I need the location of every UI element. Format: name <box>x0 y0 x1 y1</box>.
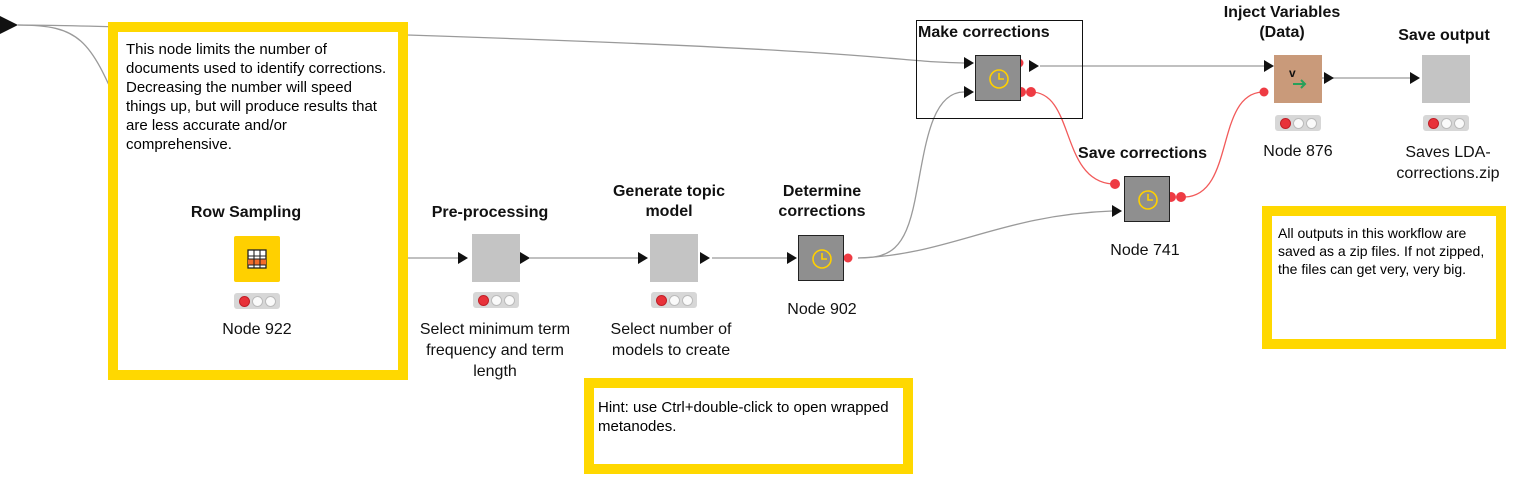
flow-variable-save-corrections-to-inject <box>1184 91 1263 198</box>
node-status-save-output <box>1423 115 1469 131</box>
node-save-output[interactable] <box>1422 55 1470 103</box>
node-title-save-corrections: Save corrections <box>1078 145 1207 162</box>
node-title-make-corrections: Make corrections <box>918 24 1050 41</box>
svg-text:v: v <box>1289 66 1296 80</box>
annotation-row-sampling[interactable]: This node limits the number of documents… <box>108 22 408 380</box>
annotation-outputs[interactable]: All outputs in this workflow are saved a… <box>1262 206 1506 349</box>
clock-icon <box>989 69 1009 89</box>
annotation-hint-text: Hint: use Ctrl+double-click to open wrap… <box>598 399 889 435</box>
table-icon <box>247 249 267 269</box>
node-pre-processing[interactable] <box>472 234 520 282</box>
variable-inject-icon: v <box>1289 66 1307 89</box>
node-caption-row-sampling[interactable]: Node 922 <box>222 321 292 338</box>
node-caption-save-output[interactable]: Saves LDA-corrections.zip <box>1396 144 1500 182</box>
annotation-row-sampling-text: This node limits the number of documents… <box>126 41 387 153</box>
annotation-hint[interactable]: Hint: use Ctrl+double-click to open wrap… <box>584 378 913 474</box>
workflow-input-port-icon <box>0 16 18 34</box>
node-title-save-output: Save output <box>1398 27 1490 44</box>
node-topic-model[interactable] <box>650 234 698 282</box>
node-title-inject-variables: Inject Variables (Data) <box>1223 4 1341 41</box>
node-status-pre-processing <box>473 292 519 308</box>
clock-icon <box>812 249 832 269</box>
node-save-corrections[interactable] <box>1124 176 1170 222</box>
node-make-corrections[interactable] <box>975 55 1021 101</box>
node-inject-variables[interactable]: v <box>1274 55 1322 103</box>
node-determine-corrections[interactable] <box>798 235 844 281</box>
node-status-row-sampling <box>234 293 280 309</box>
node-caption-determine-corrections[interactable]: Node 902 <box>787 301 857 318</box>
node-title-determine-corrections: Determine corrections <box>778 183 866 220</box>
node-title-pre-processing: Pre-processing <box>431 204 549 221</box>
clock-icon <box>1138 190 1158 210</box>
connection-determine-to-save-corrections <box>857 210 1113 259</box>
connection-input-to-make-corrections <box>17 24 965 64</box>
node-caption-save-corrections[interactable]: Node 741 <box>1110 242 1180 259</box>
metanode-frame-make-corrections <box>916 20 1083 119</box>
connection-determine-to-make-corrections <box>857 91 965 259</box>
flow-variable-make-to-save-corrections <box>1030 91 1113 185</box>
node-title-row-sampling: Row Sampling <box>190 204 302 221</box>
node-caption-pre-processing[interactable]: Select minimum term frequency and term l… <box>419 321 571 380</box>
node-status-topic-model <box>651 292 697 308</box>
annotation-outputs-text: All outputs in this workflow are saved a… <box>1278 225 1485 277</box>
node-row-sampling[interactable] <box>234 236 280 282</box>
node-status-inject-variables <box>1275 115 1321 131</box>
node-caption-topic-model[interactable]: Select number of models to create <box>610 321 732 359</box>
node-title-topic-model: Generate topic model <box>612 183 726 220</box>
node-caption-inject-variables[interactable]: Node 876 <box>1263 143 1333 160</box>
